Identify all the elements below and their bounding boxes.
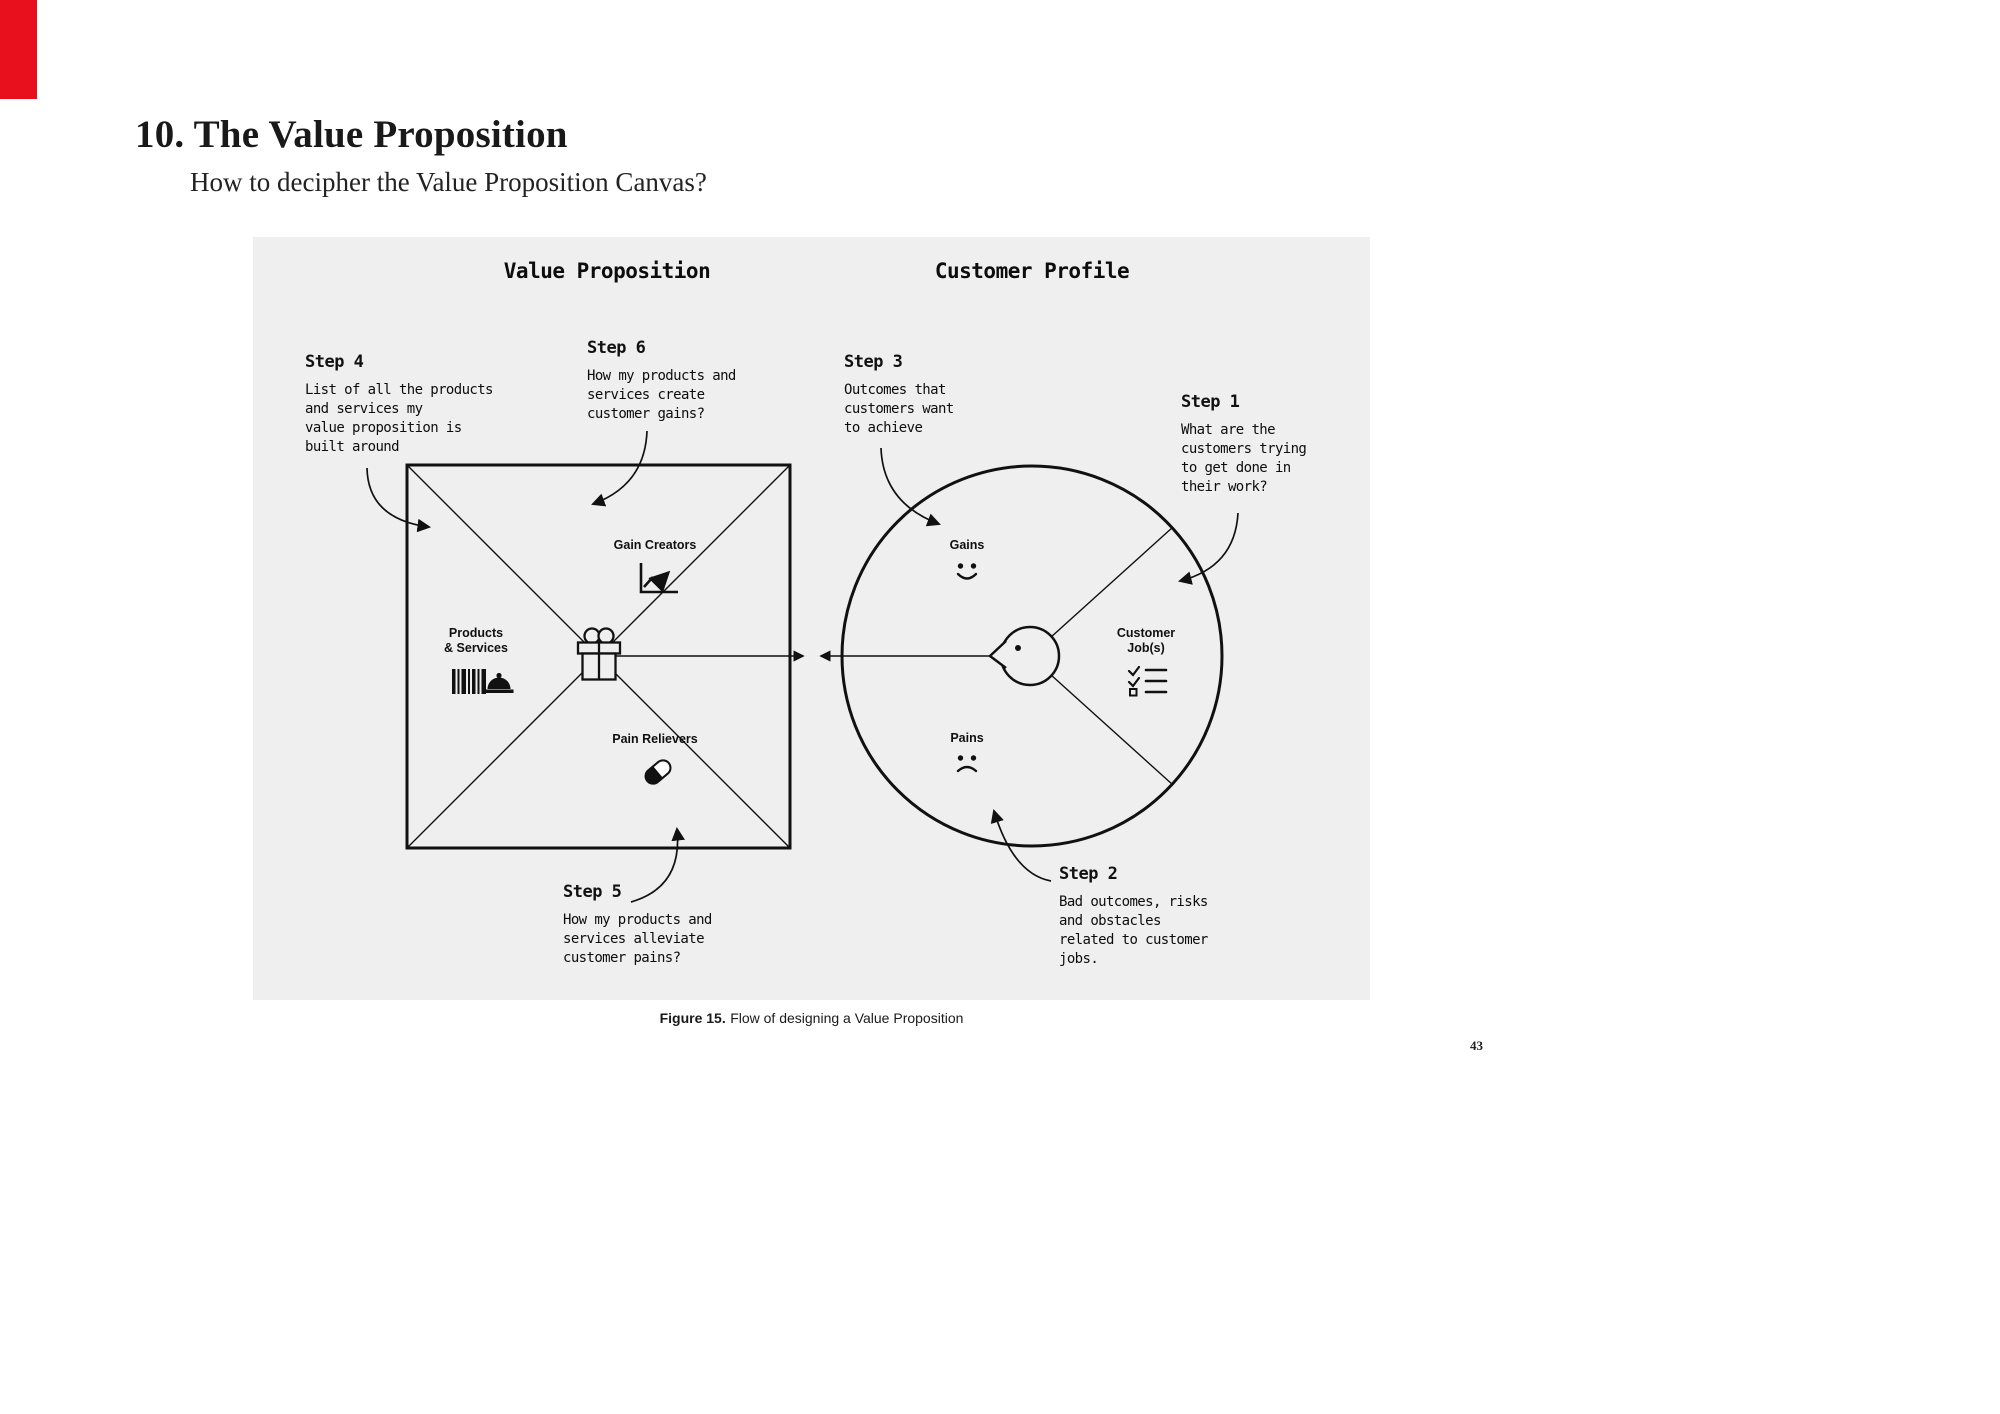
- step-4-text: List of all the products and services my…: [305, 382, 493, 456]
- pill-icon: [644, 759, 672, 785]
- frowny-face-icon: [956, 755, 978, 773]
- step-4-label: Step 4: [305, 352, 364, 372]
- accent-bar: [0, 0, 37, 99]
- step-3-annotation: Step 3 Outcomes that customers want to a…: [844, 352, 954, 438]
- gain-creators-label: Gain Creators: [613, 538, 697, 552]
- pain-relievers-label: Pain Relievers: [612, 732, 698, 746]
- step-1-arrow: [1178, 512, 1239, 585]
- step-3-arrow: [880, 447, 941, 527]
- figure-caption-text: Flow of designing a Value Proposition: [730, 1010, 964, 1026]
- page-subtitle: How to decipher the Value Proposition Ca…: [190, 167, 707, 197]
- customer-jobs-label: Customer Job(s): [1116, 626, 1176, 655]
- step-2-arrow: [990, 809, 1052, 882]
- step-5-label: Step 5: [563, 882, 622, 902]
- products-services-label: Products & Services: [444, 626, 508, 655]
- step-6-label: Step 6: [587, 338, 646, 358]
- step-2-annotation: Step 2 Bad outcomes, risks and obstacles…: [1059, 864, 1208, 969]
- smiley-face-icon: [956, 563, 978, 580]
- step-6-annotation: Step 6 How my products and services crea…: [587, 338, 736, 424]
- step-arrows: [366, 430, 1239, 903]
- pains-label: Pains: [950, 731, 984, 745]
- figure-caption: Figure 15.Flow of designing a Value Prop…: [253, 1010, 1370, 1026]
- customer-profile-circle: [819, 464, 1224, 848]
- step-1-annotation: Step 1 What are the customers trying to …: [1181, 392, 1307, 497]
- step-4-annotation: Step 4 List of all the products and serv…: [305, 352, 493, 457]
- gains-label: Gains: [949, 538, 985, 552]
- step-4-arrow: [366, 467, 432, 533]
- step-5-annotation: Step 5 How my products and services alle…: [563, 882, 712, 968]
- step-1-text: What are the customers trying to get don…: [1181, 422, 1307, 496]
- barcode-and-cloche-icon: [452, 669, 514, 694]
- step-6-arrow: [591, 430, 648, 507]
- chart-increasing-icon: [639, 563, 678, 594]
- page-title: 10. The Value Proposition: [135, 113, 568, 156]
- step-1-label: Step 1: [1181, 392, 1240, 412]
- value-proposition-square: [405, 463, 805, 850]
- step-3-text: Outcomes that customers want to achieve: [844, 382, 954, 437]
- step-3-label: Step 3: [844, 352, 903, 372]
- figure-caption-label: Figure 15.: [659, 1010, 726, 1026]
- step-2-text: Bad outcomes, risks and obstacles relate…: [1059, 894, 1208, 968]
- step-6-text: How my products and services create cust…: [587, 368, 736, 423]
- step-2-label: Step 2: [1059, 864, 1118, 884]
- customer-profile-heading: Customer Profile: [934, 259, 1130, 283]
- page-number: 43: [1470, 1038, 1483, 1053]
- checklist-icon: [1127, 665, 1168, 697]
- step-5-text: How my products and services alleviate c…: [563, 912, 712, 967]
- figure-panel: Value Proposition Customer Profile Step …: [253, 237, 1370, 1000]
- value-proposition-heading: Value Proposition: [503, 259, 711, 283]
- customer-head-icon: [988, 625, 1061, 687]
- gift-icon: [576, 627, 622, 681]
